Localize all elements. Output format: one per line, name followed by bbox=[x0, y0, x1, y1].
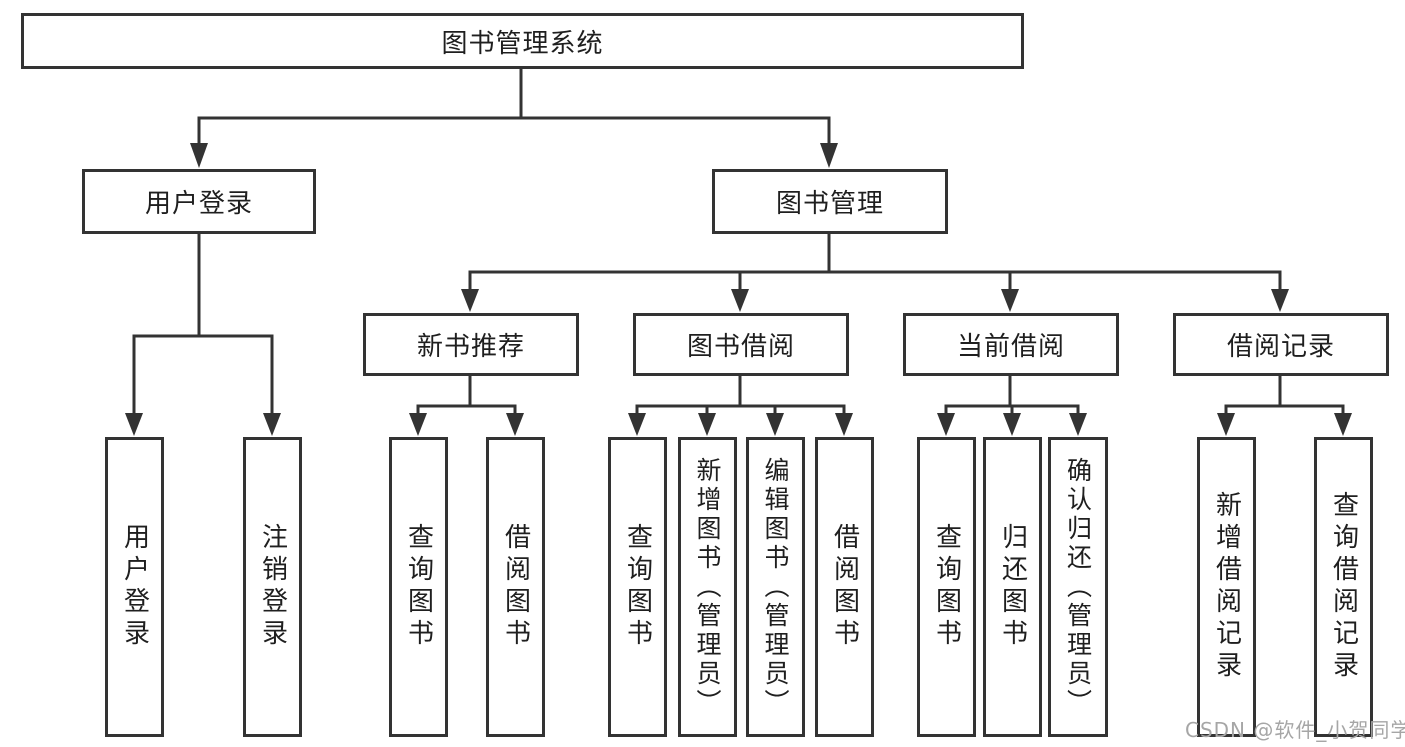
leaf-borrow-books-label: 借阅图书 bbox=[829, 523, 860, 651]
leaf-confirm-return-admin: 确认归还（管理员） bbox=[1048, 437, 1108, 737]
leaf-current-query-books-label: 查询图书 bbox=[931, 523, 962, 651]
connector-recommend-to-leaves bbox=[409, 375, 524, 436]
node-current-borrow-label: 当前借阅 bbox=[956, 332, 1065, 362]
node-borrow-records: 借阅记录 bbox=[1173, 313, 1389, 376]
leaf-edit-books-admin: 编辑图书（管理员） bbox=[746, 437, 805, 737]
connector-login-to-leaves bbox=[125, 233, 281, 436]
node-new-book-recommend: 新书推荐 bbox=[363, 313, 579, 376]
leaf-borrow-books: 借阅图书 bbox=[815, 437, 874, 737]
node-user-login-label: 用户登录 bbox=[144, 189, 253, 219]
node-root: 图书管理系统 bbox=[21, 13, 1024, 69]
connector-borrow-to-leaves bbox=[628, 375, 853, 436]
leaf-recommend-borrow-books-label: 借阅图书 bbox=[500, 523, 531, 651]
leaf-borrow-query-books: 查询图书 bbox=[608, 437, 667, 737]
leaf-query-borrow-record-label: 查询借阅记录 bbox=[1328, 491, 1359, 683]
node-user-login: 用户登录 bbox=[82, 169, 316, 234]
node-borrow-records-label: 借阅记录 bbox=[1226, 332, 1335, 362]
node-book-management: 图书管理 bbox=[712, 169, 948, 234]
leaf-user-login-label: 用户登录 bbox=[119, 523, 150, 651]
leaf-borrow-query-books-label: 查询图书 bbox=[622, 523, 653, 651]
leaf-return-books: 归还图书 bbox=[983, 437, 1042, 737]
node-book-borrow-label: 图书借阅 bbox=[686, 332, 795, 362]
leaf-logout: 注销登录 bbox=[243, 437, 302, 737]
leaf-recommend-query-books: 查询图书 bbox=[389, 437, 448, 737]
leaf-add-books-admin: 新增图书（管理员） bbox=[678, 437, 737, 737]
node-root-label: 图书管理系统 bbox=[441, 28, 604, 59]
connector-records-to-leaves bbox=[1217, 375, 1352, 436]
node-current-borrow: 当前借阅 bbox=[903, 313, 1119, 376]
leaf-recommend-query-books-label: 查询图书 bbox=[403, 523, 434, 651]
leaf-recommend-borrow-books: 借阅图书 bbox=[486, 437, 545, 737]
leaf-add-borrow-record-label: 新增借阅记录 bbox=[1211, 491, 1242, 683]
leaf-add-books-admin-label: 新增图书（管理员） bbox=[693, 456, 722, 718]
csdn-watermark: CSDN @软件_小贺同学 bbox=[1185, 718, 1405, 742]
leaf-query-borrow-record: 查询借阅记录 bbox=[1314, 437, 1373, 737]
leaf-edit-books-admin-label: 编辑图书（管理员） bbox=[761, 456, 790, 718]
leaf-add-borrow-record: 新增借阅记录 bbox=[1197, 437, 1256, 737]
node-book-management-label: 图书管理 bbox=[775, 189, 884, 219]
connector-current-to-leaves bbox=[937, 375, 1087, 436]
node-book-borrow: 图书借阅 bbox=[633, 313, 849, 376]
node-new-book-recommend-label: 新书推荐 bbox=[416, 332, 525, 362]
connector-management-to-level3 bbox=[461, 233, 1289, 312]
leaf-current-query-books: 查询图书 bbox=[917, 437, 976, 737]
connector-root-to-level2 bbox=[190, 68, 838, 168]
leaf-return-books-label: 归还图书 bbox=[997, 523, 1028, 651]
leaf-confirm-return-admin-label: 确认归还（管理员） bbox=[1063, 456, 1093, 718]
leaf-logout-label: 注销登录 bbox=[257, 523, 288, 651]
leaf-user-login: 用户登录 bbox=[105, 437, 164, 737]
